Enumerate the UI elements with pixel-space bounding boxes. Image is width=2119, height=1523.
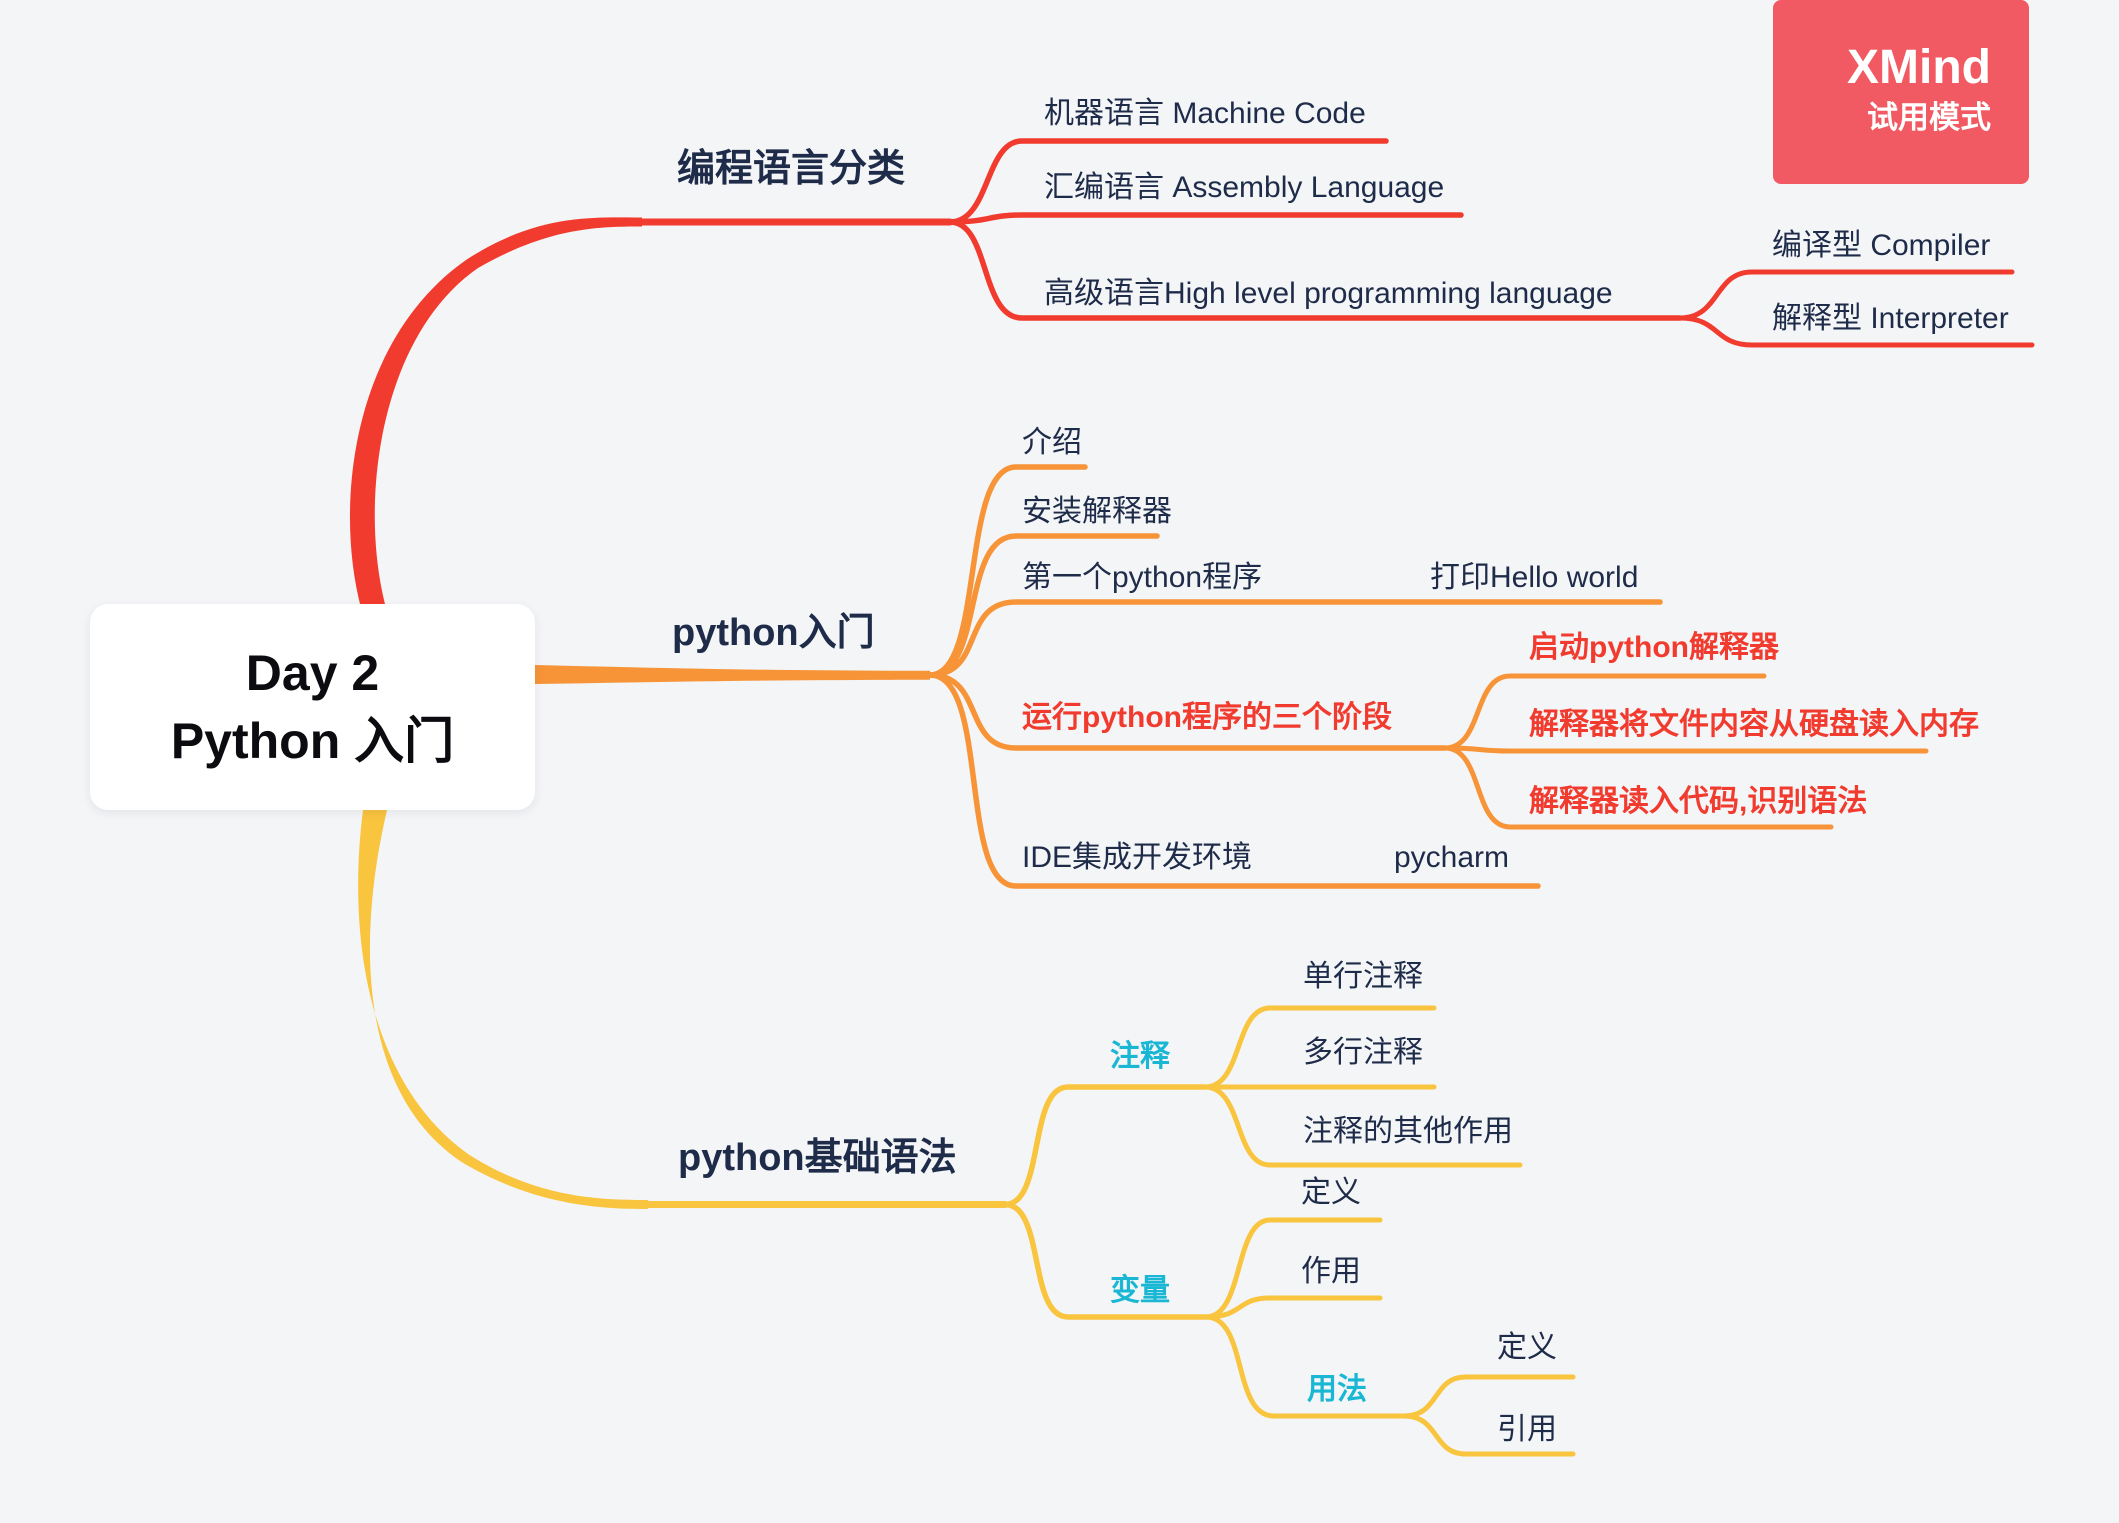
xmind-trial-badge[interactable]: XMind 试用模式 [1773,0,2029,184]
topic-start-python-interpreter[interactable]: 启动python解释器 [1529,631,1779,664]
topic-introduction[interactable]: 介绍 [1022,426,1082,459]
topic-pycharm[interactable]: pycharm [1394,841,1510,874]
xmind-logo-text: XMind [1847,41,1991,94]
topic-parse-code-syntax[interactable]: 解释器读入代码,识别语法 [1529,785,1868,818]
central-topic-line2: Python 入门 [170,713,455,769]
topic-three-stages-of-running-python[interactable]: 运行python程序的三个阶段 [1022,701,1392,734]
topic-high-level-language[interactable]: 高级语言High level programming language [1044,277,1613,310]
topic-other-comment-uses[interactable]: 注释的其他作用 [1303,1115,1513,1148]
topic-usage-reference[interactable]: 引用 [1497,1413,1557,1446]
topic-multi-line-comment[interactable]: 多行注释 [1303,1036,1423,1069]
trial-mode-label: 试用模式 [1867,100,1991,135]
topic-first-python-program[interactable]: 第一个python程序 [1022,561,1263,594]
central-topic[interactable]: Day 2 Python 入门 [90,604,535,810]
topic-variable-usage[interactable]: 用法 [1307,1373,1367,1406]
topic-read-file-into-memory[interactable]: 解释器将文件内容从硬盘读入内存 [1529,708,1979,741]
topic-install-interpreter[interactable]: 安装解释器 [1022,495,1172,528]
topic-interpreter[interactable]: 解释型 Interpreter [1772,302,2009,335]
topic-variables[interactable]: 变量 [1110,1274,1170,1307]
topic-python-intro[interactable]: python入门 [672,612,875,654]
topic-single-line-comment[interactable]: 单行注释 [1303,960,1423,993]
topic-usage-definition[interactable]: 定义 [1497,1331,1557,1364]
topic-variable-definition[interactable]: 定义 [1301,1176,1361,1209]
topic-print-hello-world[interactable]: 打印Hello world [1430,561,1639,594]
topic-machine-code[interactable]: 机器语言 Machine Code [1044,97,1366,130]
topic-ide[interactable]: IDE集成开发环境 [1022,841,1253,874]
topic-comments[interactable]: 注释 [1110,1040,1170,1073]
topic-variable-purpose[interactable]: 作用 [1301,1255,1361,1288]
topic-assembly-language[interactable]: 汇编语言 Assembly Language [1044,171,1445,204]
central-topic-line1: Day 2 [245,645,380,701]
topic-compiler[interactable]: 编译型 Compiler [1772,229,1991,262]
topic-programming-language-types[interactable]: 编程语言分类 [677,148,906,190]
topic-python-basic-syntax[interactable]: python基础语法 [678,1137,957,1179]
